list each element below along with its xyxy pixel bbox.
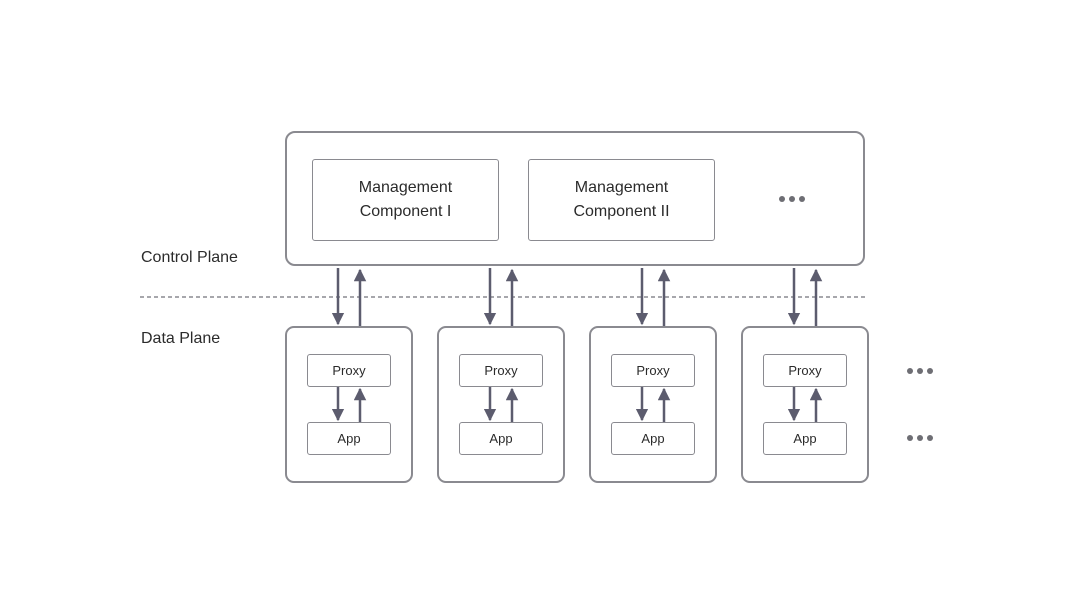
ellipsis-dot (799, 196, 805, 202)
app-box: App (459, 422, 543, 455)
ellipsis-dot (917, 368, 923, 374)
more-apps-ellipsis (907, 435, 933, 441)
ellipsis-dot (907, 368, 913, 374)
proxy-box: Proxy (459, 354, 543, 387)
app-box: App (763, 422, 847, 455)
data-plane-node-1 (285, 326, 413, 483)
more-proxies-ellipsis (907, 368, 933, 374)
app-box: App (307, 422, 391, 455)
ellipsis-dot (779, 196, 785, 202)
ellipsis-dot (907, 435, 913, 441)
management-component-2: Management Component II (528, 159, 715, 241)
app-box: App (611, 422, 695, 455)
ellipsis-dot (789, 196, 795, 202)
data-plane-label: Data Plane (141, 330, 221, 347)
management-component-1-line1: Management (358, 179, 453, 196)
management-component-1-line2: Component I (359, 203, 452, 220)
data-plane-node-3 (589, 326, 717, 483)
data-plane-node-2 (437, 326, 565, 483)
management-component-2-line1: Management (574, 179, 669, 196)
proxy-box: Proxy (763, 354, 847, 387)
ellipsis-dot (927, 435, 933, 441)
control-plane-label: Control Plane (141, 249, 238, 266)
ellipsis-dot (917, 435, 923, 441)
proxy-box: Proxy (307, 354, 391, 387)
proxy-box: Proxy (611, 354, 695, 387)
management-component-1: Management Component I (312, 159, 499, 241)
management-component-2-line2: Component II (573, 203, 670, 220)
ellipsis-dot (927, 368, 933, 374)
more-components-ellipsis (779, 196, 805, 202)
data-plane-node-4 (741, 326, 869, 483)
